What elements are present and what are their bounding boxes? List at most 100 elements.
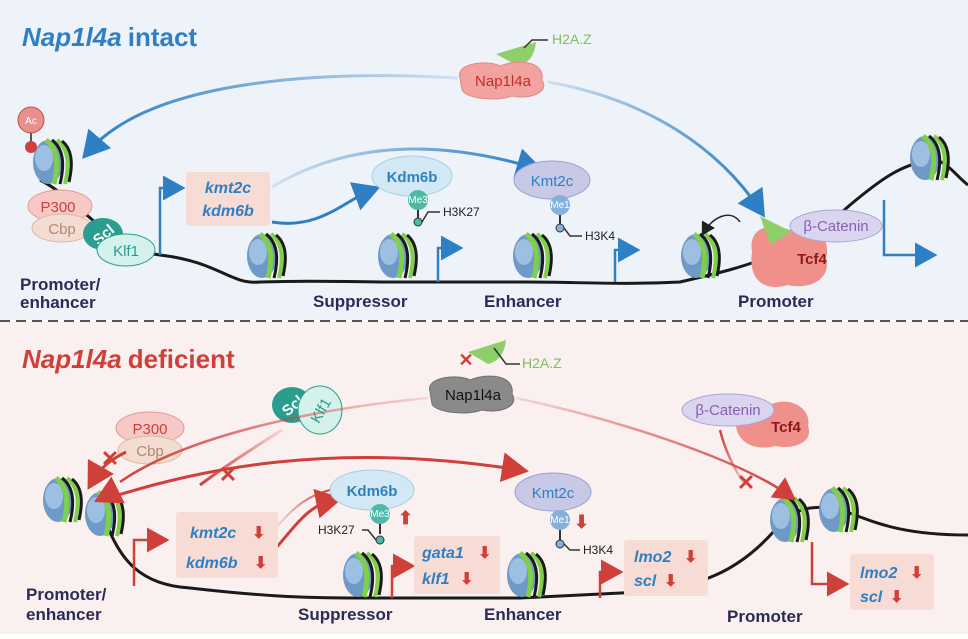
h2az-icon — [496, 42, 536, 66]
region-label-suppressor: Suppressor — [298, 605, 393, 624]
region-label-promoter-enhancer: enhancer — [20, 293, 96, 312]
nucleosome-icon — [770, 498, 808, 542]
me1-label: Me1 — [550, 200, 570, 211]
down-arrow-icon: ⬇ — [254, 555, 267, 572]
me3-label: Me3 — [408, 195, 428, 206]
gene-label: scl — [860, 589, 883, 606]
gene-label: kdm6b — [186, 555, 238, 572]
kdm6b-label: Kdm6b — [387, 169, 438, 186]
gene-box-c — [624, 540, 708, 596]
ac-label: Ac — [25, 116, 37, 127]
gene-label: kmt2c — [190, 525, 236, 542]
tss-arrow-icon — [436, 235, 464, 282]
nap1l4a-label: Nap1l4a — [475, 73, 532, 90]
tss-arrow-icon — [882, 200, 938, 268]
nucleosome-icon — [910, 136, 948, 180]
gene-label: kdm6b — [202, 203, 254, 220]
kmt2c-label: Kmt2c — [532, 485, 575, 502]
me3-label: Me3 — [370, 509, 390, 520]
beta-catenin-label: β-Catenin — [695, 402, 760, 419]
h3k27-label: H3K27 — [318, 523, 355, 537]
cbp-label: Cbp — [136, 443, 164, 460]
region-label-promoter-enhancer: Promoter/ — [20, 275, 101, 294]
dna-strand-intact — [39, 158, 968, 285]
nap1l4a-label: Nap1l4a — [445, 387, 502, 404]
block-x-icon: ✕ — [737, 470, 755, 495]
block-x-icon: ✕ — [219, 462, 237, 487]
faded-arrow — [119, 396, 429, 484]
kmt2c-label: Kmt2c — [531, 173, 574, 190]
me3-badge — [370, 504, 390, 524]
gene-label: lmo2 — [634, 549, 671, 566]
gene-box-intact — [186, 172, 270, 226]
block-x-icon: ✕ — [101, 446, 119, 471]
beta-catenin-protein — [789, 209, 883, 243]
gene-label: klf1 — [422, 571, 450, 588]
arrow-nap-to-promoter — [547, 80, 765, 218]
h2az-icon — [760, 216, 792, 244]
h3k27-label: H3K27 — [443, 205, 480, 219]
me1-badge — [550, 510, 570, 530]
nucleosome-icon — [681, 234, 719, 278]
gene-box-b — [414, 536, 500, 594]
me1-badge — [550, 195, 570, 215]
tss-arrow-icon — [810, 542, 850, 597]
down-arrow-icon: ⬇ — [478, 545, 491, 562]
beta-catenin-protein — [681, 393, 775, 427]
block-x-icon: ✕ — [458, 350, 473, 370]
tss-arrow-icon — [598, 559, 624, 598]
region-label-enhancer: Enhancer — [484, 605, 562, 624]
region-label-promoter: Promoter — [727, 607, 803, 626]
down-arrow-icon: ⬇ — [664, 573, 677, 590]
gene-label: kmt2c — [205, 180, 251, 197]
beta-catenin-label: β-Catenin — [803, 218, 868, 235]
nucleosome-icon — [507, 553, 545, 597]
klf1-protein — [96, 233, 156, 267]
down-arrow-icon: ⬇ — [684, 549, 697, 566]
tss-arrow-icon — [158, 175, 186, 255]
tss-arrow-icon — [132, 527, 170, 586]
nucleosome-icon — [33, 140, 71, 184]
nap1l4a-protein — [459, 61, 545, 100]
h2az-icon — [468, 340, 506, 364]
arrow-nap-to-promoter — [515, 396, 797, 501]
down-arrow-icon: ⬇ — [252, 525, 265, 542]
arrow-to-kmt2c — [114, 452, 529, 498]
h2az-label: H2A.Z — [522, 355, 562, 371]
nucleosome-icon — [85, 492, 123, 536]
tcf4-label: Tcf4 — [797, 251, 827, 268]
region-label-promoter: Promoter — [738, 292, 814, 311]
tss-arrow-icon — [390, 553, 416, 598]
gene-label: scl — [634, 573, 657, 590]
h3k4-label: H3K4 — [585, 229, 615, 243]
arrow-to-kmt2c — [271, 147, 544, 189]
region-label-enhancer: Enhancer — [484, 292, 562, 311]
cbp-label: Cbp — [48, 221, 76, 238]
blocked-arrow — [718, 429, 747, 486]
nucleosome-icon — [43, 478, 81, 522]
down-arrow-icon: ⬇ — [910, 565, 923, 582]
arrow-to-kdm6b — [274, 488, 343, 549]
region-label-promoter-enhancer: Promoter/ — [26, 585, 107, 604]
gene-box-d — [850, 554, 934, 610]
blocked-arrow — [199, 428, 283, 487]
down-arrow-icon: ⬇ — [890, 589, 903, 606]
me1-label: Me1 — [550, 515, 570, 526]
nucleosome-icon — [819, 488, 857, 532]
p300-label: P300 — [40, 199, 75, 216]
arrow-nap-to-promoter-enhancer — [82, 74, 459, 159]
kdm6b-label: Kdm6b — [347, 483, 398, 500]
nucleosome-icon — [247, 234, 285, 278]
h2az-label: H2A.Z — [552, 31, 592, 47]
kmt2c-protein — [514, 472, 592, 512]
nucleosome-icon — [343, 553, 381, 597]
gene-box-a — [176, 512, 278, 578]
down-arrow-icon: ⬇ — [574, 512, 589, 532]
tss-arrow-icon — [613, 237, 641, 282]
ac-badge — [17, 106, 45, 134]
down-arrow-icon: ⬇ — [460, 571, 473, 588]
